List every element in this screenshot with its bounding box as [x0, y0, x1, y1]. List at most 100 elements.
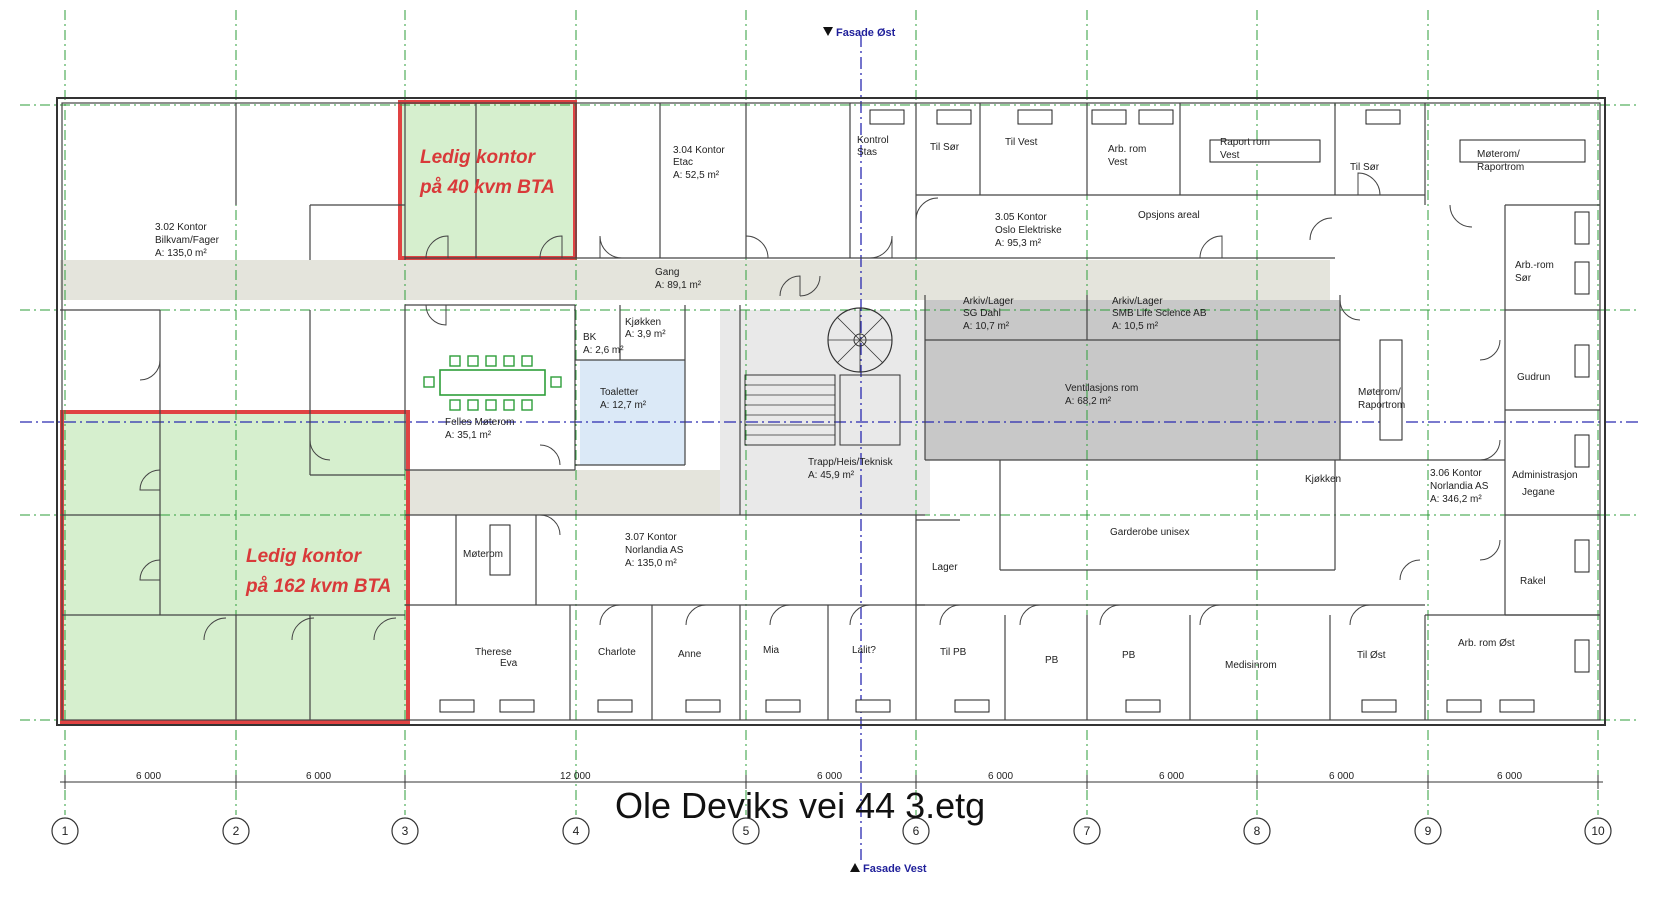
grid-bubble-9: 9 [1425, 824, 1432, 838]
room-307-area: A: 135,0 m² [625, 558, 677, 569]
vacancy-40-line2: på 40 kvm BTA [419, 177, 555, 198]
fasade-east-label: Fasade Øst [836, 27, 896, 39]
room-kjokken-small-area: A: 3,9 m² [625, 329, 666, 340]
room-302-name: 3.02 Kontor [155, 222, 207, 233]
room-bk-area: A: 2,6 m² [583, 345, 624, 356]
room-306-tenant: Norlandia AS [1430, 481, 1489, 492]
room-kjokken-small-name: Kjøkken [625, 317, 661, 328]
vacant-office-162 [60, 410, 410, 724]
building-outline [56, 97, 1606, 726]
room-304-area: A: 52,5 m² [673, 170, 720, 181]
room-gang-name: Gang [655, 267, 679, 278]
room-arb-sor-2: Sør [1515, 273, 1532, 284]
grid-bubble-6: 6 [913, 824, 920, 838]
dim-6: 6 000 [1159, 771, 1184, 782]
ventilation-fill [925, 300, 1340, 460]
room-raport-vest-1: Raport rom [1220, 137, 1270, 148]
dimension-line: 6 000 6 000 12 000 6 000 6 000 6 000 6 0… [60, 771, 1603, 789]
corridor-upper [60, 260, 1330, 300]
room-labels: 3.02 Kontor Bilkvam/Fager A: 135,0 m² 3.… [155, 135, 1578, 671]
dim-3: 12 000 [560, 771, 591, 782]
room-til-pb: Til PB [940, 647, 967, 658]
room-til-sor-2: Til Sør [1350, 162, 1380, 173]
room-raport-vest-2: Vest [1220, 150, 1240, 161]
room-pb-1: PB [1045, 655, 1059, 666]
desks [439, 109, 1590, 713]
page-title: Ole Deviks vei 44 3.etg [615, 785, 985, 826]
room-304-name: 3.04 Kontor [673, 145, 725, 156]
room-arkiv-smb-area: A: 10,5 m² [1112, 321, 1159, 332]
room-302-area: A: 135,0 m² [155, 248, 207, 259]
room-til-vest: Til Vest [1005, 137, 1038, 148]
room-gudrun: Gudrun [1517, 372, 1550, 383]
vacant-office-40 [398, 100, 577, 260]
room-mia: Mia [763, 645, 780, 656]
room-arb-sor-1: Arb.-rom [1515, 260, 1554, 271]
room-gang-area: A: 89,1 m² [655, 280, 702, 291]
room-bk-name: BK [583, 332, 597, 343]
room-medisinrom: Medisinrom [1225, 660, 1277, 671]
room-felles-area: A: 35,1 m² [445, 430, 492, 441]
grid-bubbles: 1 2 3 4 5 6 7 8 9 10 [51, 817, 1612, 845]
moterom-raport-mid-table [1379, 339, 1403, 441]
room-306-name: 3.06 Kontor [1430, 468, 1482, 479]
room-305-name: 3.05 Kontor [995, 212, 1047, 223]
room-kjokken-big: Kjøkken [1305, 474, 1341, 485]
room-toaletter-name: Toaletter [600, 387, 639, 398]
interior-walls [60, 103, 1600, 720]
fasade-west-arrow [850, 863, 860, 872]
room-rakel: Rakel [1520, 576, 1546, 587]
room-kontroll-2: Stas [857, 147, 877, 158]
room-therese-2: Eva [500, 658, 518, 669]
room-trapp-area: A: 45,9 m² [808, 470, 855, 481]
room-kontroll-1: Kontrol [857, 135, 889, 146]
room-302-tenant: Bilkvam/Fager [155, 235, 220, 246]
grid-bubble-7: 7 [1084, 824, 1091, 838]
room-arkiv-sg-area: A: 10,7 m² [963, 321, 1010, 332]
fasade-west-label: Fasade Vest [863, 863, 927, 875]
room-307-tenant: Norlandia AS [625, 545, 684, 556]
room-pb-2: PB [1122, 650, 1136, 661]
moterom-small-table [489, 524, 511, 576]
room-anne: Anne [678, 649, 702, 660]
vacancy-labels: Ledig kontor på 40 kvm BTA Ledig kontor … [245, 147, 555, 597]
room-arkiv-smb-tenant: SMB Life Science AB [1112, 308, 1207, 319]
toilet-fill [580, 360, 685, 465]
fasade-east-arrow [823, 27, 833, 36]
door-swings [139, 172, 1501, 641]
dim-7: 6 000 [1329, 771, 1354, 782]
facade-markers: Fasade Øst Fasade Vest [823, 27, 927, 875]
grid-bubble-4: 4 [573, 824, 580, 838]
dim-1: 6 000 [136, 771, 161, 782]
moterom-raport-table [1459, 139, 1586, 163]
room-therese-1: Therese [475, 647, 512, 658]
dim-2: 6 000 [306, 771, 331, 782]
room-305-tenant: Oslo Elektriske [995, 225, 1062, 236]
corridor-fills [60, 260, 1340, 515]
room-charlote: Charlote [598, 647, 636, 658]
dim-8: 6 000 [1497, 771, 1522, 782]
room-admin-1: Administrasjon [1512, 470, 1578, 481]
outer-walls [56, 97, 1606, 726]
room-arkiv-smb-name: Arkiv/Lager [1112, 296, 1163, 307]
felles-meeting-table [439, 369, 546, 396]
room-moterom-mid-2: Raportrom [1358, 400, 1405, 411]
room-til-sor-1: Til Sør [930, 142, 960, 153]
grid-bubble-8: 8 [1254, 824, 1261, 838]
room-307-name: 3.07 Kontor [625, 532, 677, 543]
room-305-area: A: 95,3 m² [995, 238, 1042, 249]
room-arb-vest-1: Arb. rom [1108, 144, 1146, 155]
stair-core [744, 307, 901, 446]
vacancy-162-line2: på 162 kvm BTA [245, 576, 391, 597]
room-til-ost: Til Øst [1357, 650, 1386, 661]
room-arkiv-sg-tenant: SG Dahl [963, 308, 1001, 319]
room-moterom-small: Møterom [463, 549, 503, 560]
room-ventilasjon-area: A: 68,2 m² [1065, 396, 1112, 407]
room-moterom-raport-1: Møterom/ [1477, 149, 1520, 160]
room-moterom-mid-1: Møterom/ [1358, 387, 1401, 398]
room-306-area: A: 346,2 m² [1430, 494, 1482, 505]
grid-bubble-2: 2 [233, 824, 240, 838]
stair-area-fill [720, 310, 930, 515]
room-arkiv-sg-name: Arkiv/Lager [963, 296, 1014, 307]
